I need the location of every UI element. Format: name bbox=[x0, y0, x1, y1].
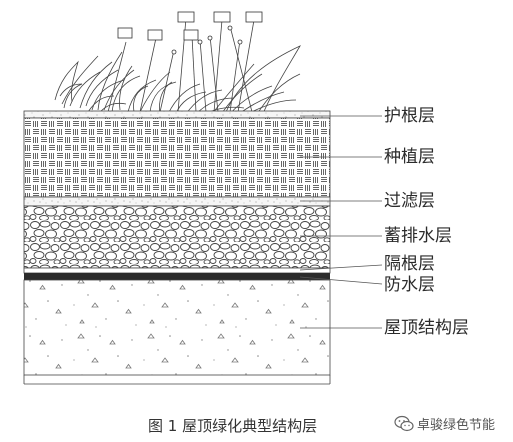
leader-lines bbox=[299, 115, 383, 329]
planting-layer bbox=[23, 117, 331, 198]
waterproof-layer bbox=[24, 273, 330, 280]
root-barrier-layer bbox=[23, 267, 331, 274]
label-structure: 屋顶结构层 bbox=[384, 318, 469, 338]
drainage-layer bbox=[23, 205, 331, 269]
structure-layer bbox=[23, 279, 331, 376]
label-root-barrier: 隔根层 bbox=[384, 254, 435, 274]
label-planting: 种植层 bbox=[384, 147, 435, 167]
label-drainage: 蓄排水层 bbox=[384, 226, 452, 246]
wechat-logo-icon bbox=[394, 415, 414, 431]
watermark: 卓骏绿色节能 bbox=[394, 414, 495, 433]
label-filter: 过滤层 bbox=[384, 191, 435, 211]
plant-cluster-icon bbox=[54, 45, 301, 117]
watermark-text: 卓骏绿色节能 bbox=[417, 418, 496, 433]
label-root-protection: 护根层 bbox=[384, 106, 435, 126]
figure-caption: 图 1 屋顶绿化典型结构层 bbox=[148, 417, 318, 435]
label-waterproof: 防水层 bbox=[384, 275, 435, 295]
filter-layer bbox=[23, 196, 331, 207]
roof-greening-diagram bbox=[23, 11, 383, 385]
root-protection-layer bbox=[23, 110, 331, 119]
